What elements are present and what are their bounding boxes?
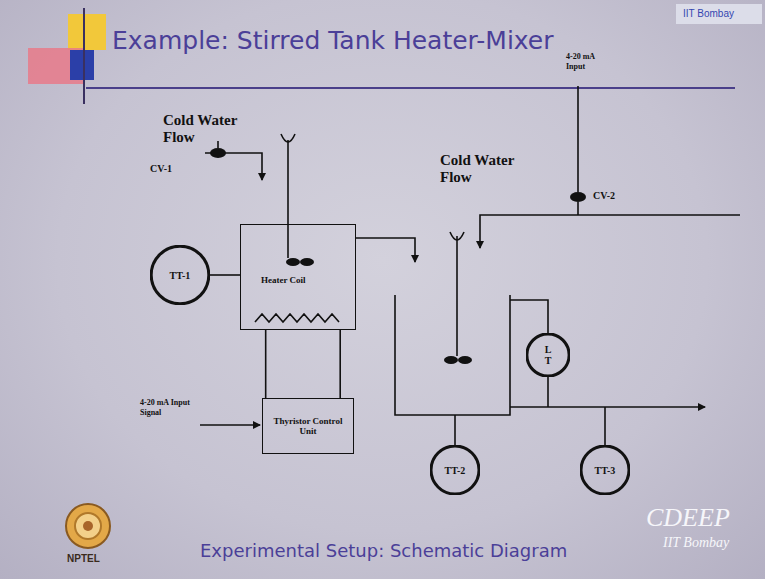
connector-line — [339, 330, 341, 398]
node-text: TT-2 — [445, 465, 466, 476]
motor-symbol — [281, 134, 295, 142]
temperature-transmitter: TT-3 — [580, 445, 630, 495]
stirrer-shaft — [287, 140, 289, 258]
flow-label: Cold Water Flow — [440, 152, 520, 186]
control-valve — [210, 148, 226, 158]
deco-square — [68, 14, 106, 50]
slide-caption: Experimental Setup: Schematic Diagram — [200, 540, 567, 561]
node-text: L T — [544, 344, 552, 366]
stirrer-blade — [300, 258, 314, 266]
signal-label: 4-20 mA Input Signal — [140, 398, 196, 418]
nptel-logo — [66, 504, 110, 548]
temperature-transmitter: TT-1 — [150, 245, 210, 305]
stirrer-shaft — [456, 236, 458, 356]
badge-ground — [676, 4, 762, 24]
brand-text: CDEEP — [646, 503, 730, 533]
thyristor-box: Thyristor Control Unit — [262, 398, 354, 454]
brand-text: IIT Bombay — [663, 535, 729, 551]
connector-line — [265, 330, 267, 398]
slide-title: Example: Stirred Tank Heater-Mixer — [112, 26, 554, 55]
mixing-tank — [395, 295, 510, 415]
connector-line — [210, 274, 240, 276]
flow-label: Cold Water Flow — [163, 112, 245, 146]
outlet-pipe — [510, 406, 705, 408]
badge-text: IIT Bombay — [683, 8, 734, 19]
signal-line — [200, 424, 260, 426]
heater-tank: Heater Coil — [240, 224, 356, 330]
stirrer-blade — [444, 356, 458, 364]
sensor-line — [604, 407, 606, 445]
signal-label: 4-20 mA Input — [566, 52, 614, 72]
level-transmitter: L T — [526, 333, 570, 377]
node-text: TT-3 — [595, 465, 616, 476]
level-line — [510, 300, 548, 407]
deco-square — [70, 50, 94, 80]
control-valve — [570, 192, 586, 202]
valve-tag: CV-1 — [150, 163, 172, 174]
valve-stem — [217, 141, 219, 148]
pipe — [480, 215, 740, 248]
valve-tag: CV-2 — [593, 190, 615, 201]
pipe — [356, 238, 415, 262]
stirrer-blade — [286, 258, 300, 266]
heater-coil — [255, 314, 339, 322]
motor-symbol — [450, 232, 464, 240]
node-text: Thyristor Control Unit — [273, 416, 343, 436]
node-text: Heater Coil — [261, 275, 306, 285]
deco-line — [83, 8, 85, 104]
sensor-line — [454, 415, 456, 445]
temperature-transmitter: TT-2 — [430, 445, 480, 495]
node-text: TT-1 — [170, 270, 191, 281]
logo-text: NPTEL — [67, 553, 100, 564]
title-rule — [86, 87, 735, 89]
stirrer-blade — [458, 356, 472, 364]
